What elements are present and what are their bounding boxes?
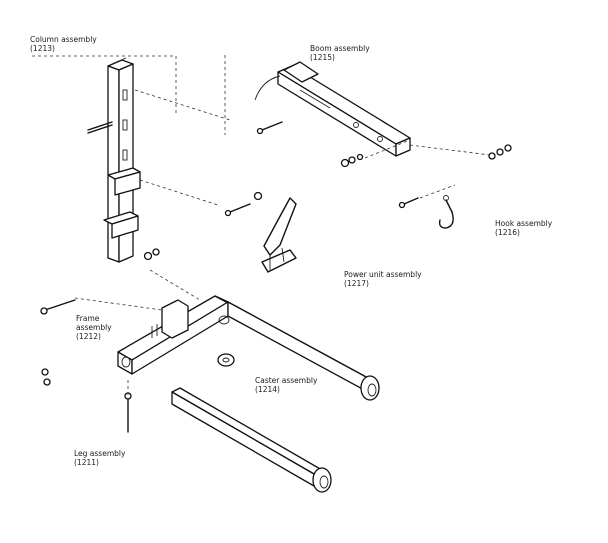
caster-assembly-part bbox=[217, 353, 235, 367]
hook-assembly-part bbox=[398, 195, 454, 229]
frame-assembly-part bbox=[40, 248, 380, 401]
power-unit-part bbox=[224, 191, 297, 273]
power-unit-assembly-label: Power unit assembly(1217) bbox=[344, 270, 422, 288]
caster-assembly-label: Caster assembly(1214) bbox=[255, 376, 318, 394]
column-assembly-part bbox=[87, 57, 141, 263]
hook-assembly-label: Hook assembly(1216) bbox=[495, 219, 553, 237]
column-assembly-label: Column assembly(1213) bbox=[30, 35, 97, 53]
boom-assembly-label: Boom assembly(1215) bbox=[310, 44, 370, 62]
leg-assembly-label: Leg assembly(1211) bbox=[74, 449, 126, 467]
boom-assembly-part bbox=[254, 61, 512, 168]
leg-assembly-part bbox=[124, 387, 332, 493]
